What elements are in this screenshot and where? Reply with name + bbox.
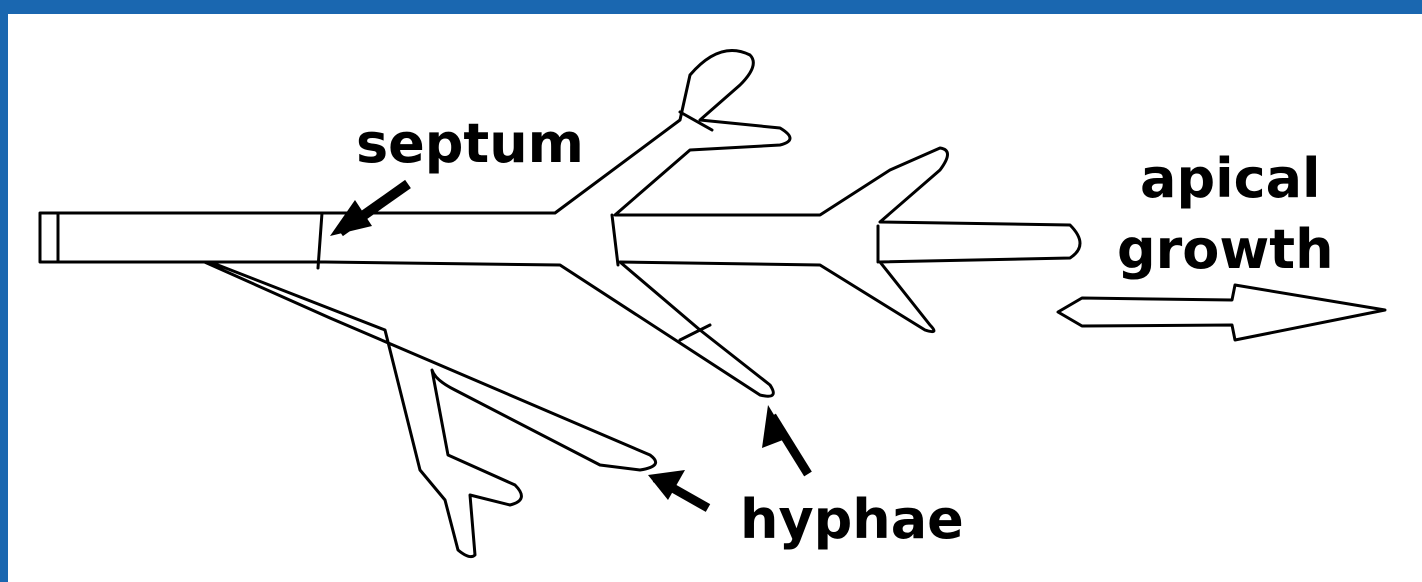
apical-label: apical: [1140, 147, 1321, 210]
septum-label: septum: [356, 112, 584, 175]
growth-label: growth: [1117, 218, 1334, 281]
lower-branch: [200, 260, 656, 557]
hyphae-arrow-icon-2: [762, 405, 808, 474]
apical-growth-arrow-icon: [1058, 285, 1385, 340]
hyphae-label: hyphae: [740, 488, 964, 551]
main-hypha: [40, 51, 1080, 397]
hyphae-arrow-icon-1: [648, 470, 708, 508]
